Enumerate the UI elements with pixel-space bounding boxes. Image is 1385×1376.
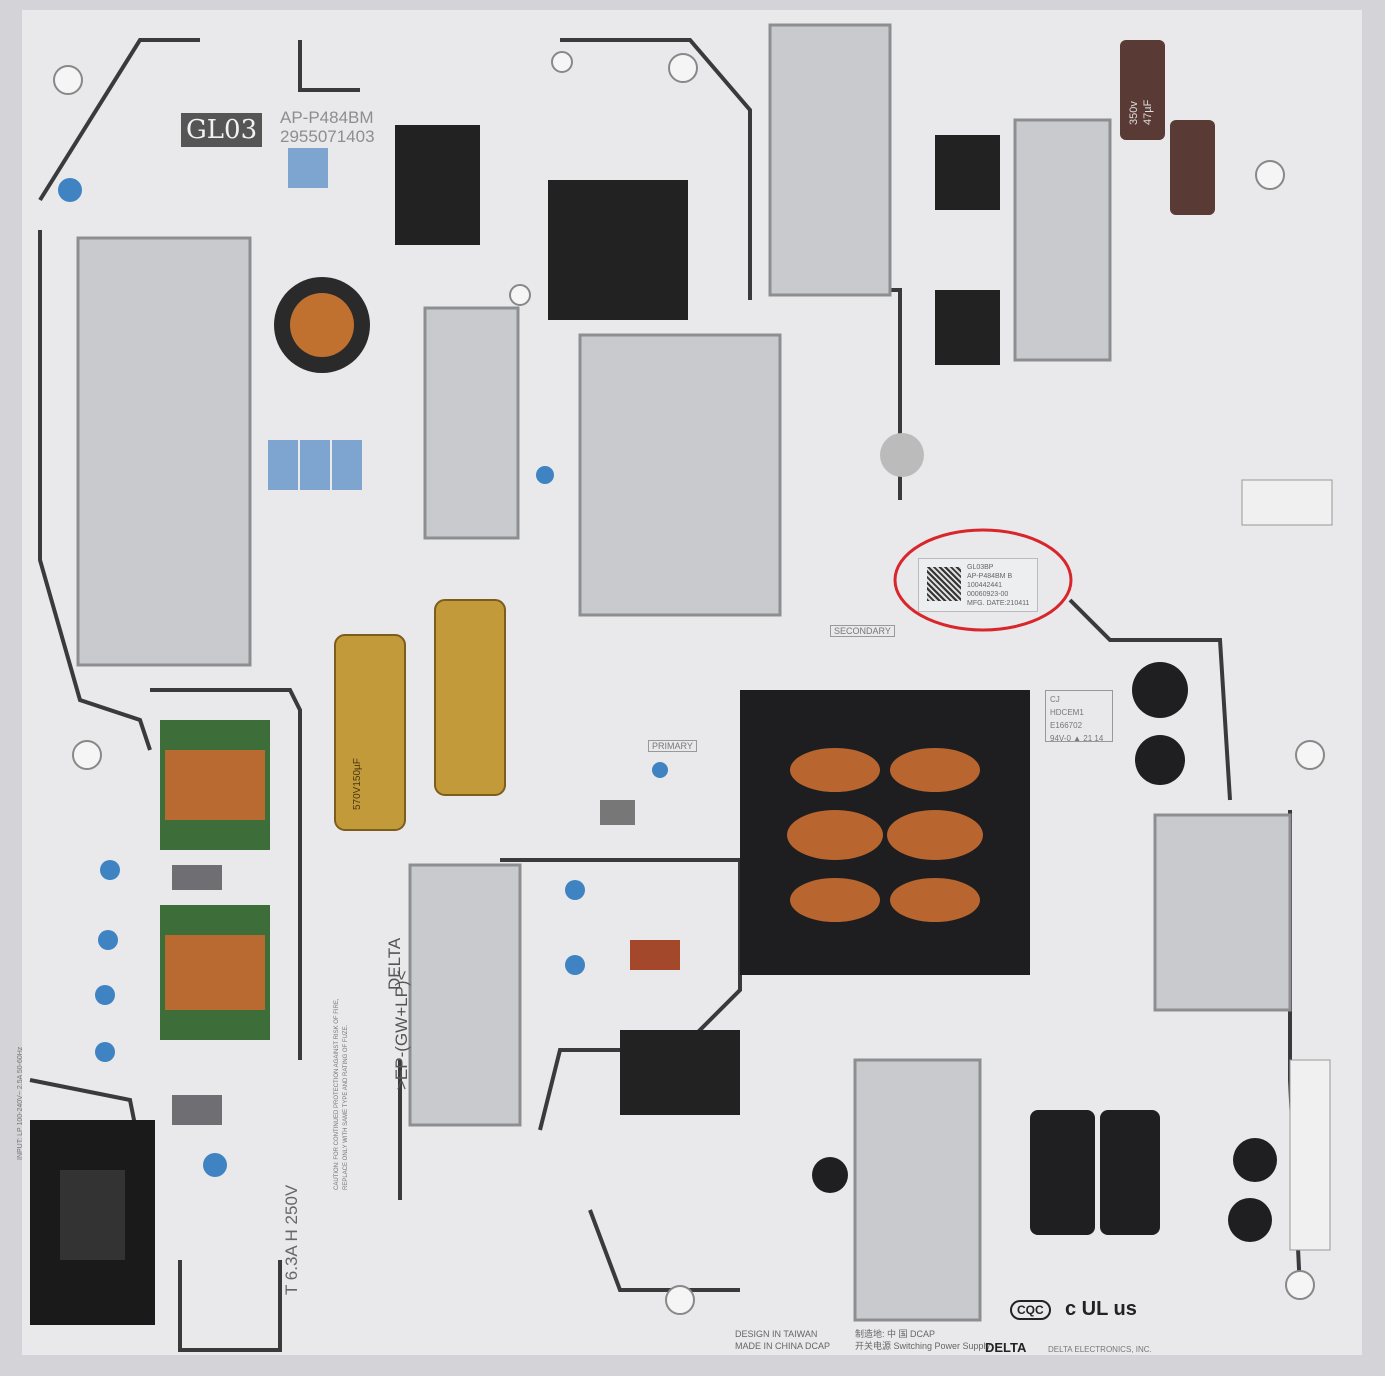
x-cap-cx2 (172, 865, 222, 890)
label-highlight-circle (893, 528, 1073, 632)
cqc-mark: CQC (1010, 1300, 1051, 1320)
transformer-lb01a (395, 125, 480, 245)
board-part-number: AP-P484BM 2955071403 (280, 108, 375, 146)
delta-logo: DELTA (985, 1340, 1027, 1355)
label-line: 100442441 (967, 582, 1003, 589)
y-capacitors (58, 178, 668, 1177)
label-line: AP-P484BM B (967, 573, 1013, 580)
resistor-block (600, 800, 635, 825)
ul-mark: c UL us (1065, 1298, 1137, 1320)
cert-line: 94V-0 ▲ 21 14 (1050, 734, 1104, 743)
x-capacitors (268, 148, 362, 490)
input-rating: INPUT: LP 100-240V~ 2.5A 50-60Hz (17, 1046, 24, 1160)
serial-number-text: 2955071403 (280, 127, 375, 146)
secondary-label: SECONDARY (830, 625, 895, 637)
cap-voltage: 350v (1128, 101, 1140, 125)
design-text: DESIGN IN TAIWAN (735, 1329, 818, 1339)
heatsinks (76, 23, 1292, 1322)
output-capacitors-black (812, 433, 1277, 1242)
toroid-winding (290, 293, 354, 357)
board-model-code: GL03 (181, 113, 263, 147)
connector-cn8401 (1289, 1059, 1331, 1251)
connector-cn8801 (1241, 479, 1333, 526)
qr-code-icon (927, 567, 961, 601)
caution-text-1: CAUTION: FOR CONTINUED PROTECTION AGAINS… (334, 998, 340, 1190)
ac-inlet-recess (60, 1170, 125, 1260)
footer-product: 制造地: 中 国 DCAP 开关电源 Switching Power Suppl… (855, 1328, 990, 1352)
main-transformer (740, 690, 1030, 975)
inductor-l750b (935, 290, 1000, 365)
common-mode-chokes (160, 720, 270, 1040)
primary-label: PRIMARY (648, 740, 697, 752)
company-name: DELTA ELECTRONICS, INC. (1048, 1345, 1152, 1354)
label-line: 00060923-00 (967, 591, 1009, 598)
cert-line: CJ (1050, 695, 1060, 704)
inductor-l750a (935, 135, 1000, 210)
cert-box: CJ HDCEM1 E166702 94V-0 ▲ 21 14 (1045, 690, 1113, 743)
transformer-t901 (620, 1030, 740, 1115)
manufacturing-label: GL03BP AP-P484BM B 100442441 00060923-00… (918, 558, 1038, 612)
film-capacitor (630, 940, 680, 970)
x-cap-cx14 (172, 1095, 222, 1125)
cap-capacitance: 47µF (1142, 99, 1154, 125)
model-vertical: >EP-(GW+LP)< (392, 970, 411, 1090)
label-line: GL03BP (967, 564, 994, 571)
origin-cn-text: 制造地: 中 国 DCAP (855, 1329, 936, 1339)
part-number-text: AP-P484BM (280, 108, 374, 127)
label-line: MFG. DATE:210411 (967, 600, 1030, 607)
bulk-cap-rating: 570V150µF (352, 758, 363, 810)
psu-text: 开关电源 Switching Power Supply (855, 1341, 991, 1351)
bulk-capacitors (334, 599, 506, 831)
mounting-holes (53, 51, 1325, 1315)
transformer-lb01b (548, 180, 688, 320)
output-capacitors-brown (1120, 40, 1215, 215)
footer-origin: DESIGN IN TAIWAN MADE IN CHINA DCAP (735, 1328, 830, 1352)
cert-line: HDCEM1 E166702 (1050, 708, 1084, 730)
made-text: MADE IN CHINA DCAP (735, 1341, 831, 1351)
caution-text-2: REPLACE ONLY WITH SAME TYPE AND RATING O… (343, 1024, 349, 1190)
label-lines: GL03BP AP-P484BM B 100442441 00060923-00… (967, 563, 1029, 608)
fuse-rating: T 6.3A H 250V (282, 1184, 301, 1295)
